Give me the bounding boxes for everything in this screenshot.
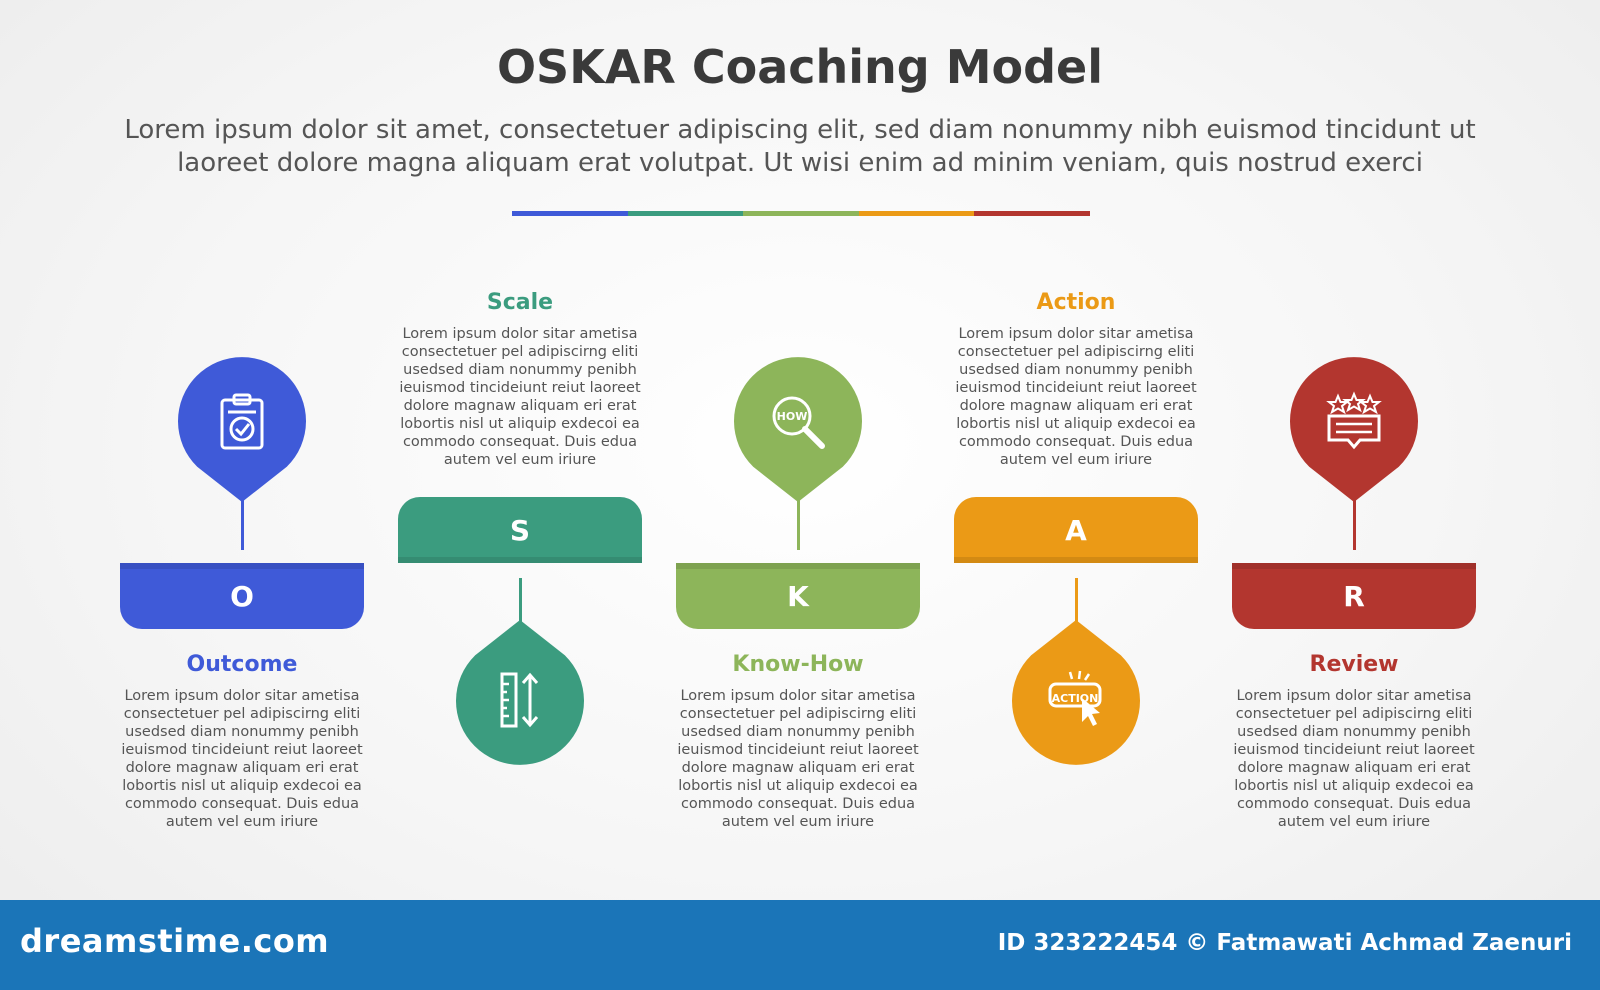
stage-connector <box>1353 490 1356 550</box>
stage-pin: HOW <box>734 357 862 502</box>
stage-pin <box>1290 357 1418 502</box>
stage-description-line: ieuismod tincideiunt reiut laoreet <box>399 380 641 396</box>
action-click-icon <box>1048 670 1102 726</box>
stage-pin <box>178 357 306 502</box>
stage-connector <box>1075 578 1078 640</box>
stage-description-line: Lorem ipsum dolor sitar ametisa <box>402 326 638 342</box>
stage-description-line: autem vel eum iriure <box>999 452 1153 468</box>
stage-description-line: commodo consequat. Duis edua <box>124 796 360 812</box>
stage-description-line: usedsed diam nonummy penibh <box>403 362 637 378</box>
stage-description-line: Lorem ipsum dolor sitar ametisa <box>124 688 360 704</box>
review-stars-icon <box>1326 391 1382 450</box>
stage-description-line: dolore magnaw aliquam eri erat <box>959 398 1193 414</box>
stage-letter: R <box>1343 579 1365 613</box>
stage-description: Lorem ipsum dolor sitar ametisa consectet… <box>390 325 650 469</box>
stage-description-line: ieuismod tincideiunt reiut laoreet <box>121 742 363 758</box>
stage-bar-action: A <box>954 497 1198 563</box>
stage-description-line: consectetuer pel adipiscirng eliti <box>679 706 917 722</box>
footer-credit: ID 323222454 © Fatmawati Achmad Zaenuri <box>997 930 1572 956</box>
page-subtitle: Lorem ipsum dolor sit amet, consectetuer… <box>115 114 1485 180</box>
divider-segment-red <box>974 211 1090 216</box>
stage-description: Lorem ipsum dolor sitar ametisa consectet… <box>1224 687 1484 831</box>
stage-description-line: lobortis nisl ut aliquip exdecoi ea <box>678 778 918 794</box>
subtitle-line: Lorem ipsum dolor sit amet, consectetuer… <box>124 115 1476 145</box>
stage-title: Outcome <box>186 652 298 677</box>
stage-description-line: ieuismod tincideiunt reiut laoreet <box>955 380 1197 396</box>
stage-connector <box>797 490 800 550</box>
stage-description-line: usedsed diam nonummy penibh <box>681 724 915 740</box>
stage-description-line: commodo consequat. Duis edua <box>958 434 1194 450</box>
stage-description-line: commodo consequat. Duis edua <box>1236 796 1472 812</box>
footer-bar: dreamstime.com ID 323222454 © Fatmawati … <box>0 900 1600 990</box>
pin-shape <box>456 620 584 765</box>
stage-description-line: ieuismod tincideiunt reiut laoreet <box>1233 742 1475 758</box>
stage-pin <box>456 620 584 765</box>
divider-segment-green <box>743 211 859 216</box>
stage-title: Know-How <box>732 652 864 677</box>
divider-segment-teal <box>627 211 744 216</box>
pin-shape <box>178 357 306 502</box>
stage-description-line: autem vel eum iriure <box>1277 814 1431 830</box>
stage-letter: O <box>230 579 254 613</box>
stage-description: Lorem ipsum dolor sitar ametisa consectet… <box>112 687 372 831</box>
stage-title: Scale <box>486 290 554 315</box>
pin-icon-label: ACTION <box>1052 692 1099 705</box>
stage-description-line: Lorem ipsum dolor sitar ametisa <box>1236 688 1472 704</box>
stage-description: Lorem ipsum dolor sitar ametisa consectet… <box>946 325 1206 469</box>
stage-description-line: autem vel eum iriure <box>165 814 319 830</box>
pin-shape <box>1012 620 1140 765</box>
stage-description-line: dolore magnaw aliquam eri erat <box>125 760 359 776</box>
stage-description-line: consectetuer pel adipiscirng eliti <box>123 706 361 722</box>
stage-bar-outcome: O <box>120 563 364 629</box>
stage-description-line: consectetuer pel adipiscirng eliti <box>1235 706 1473 722</box>
stage-description-line: Lorem ipsum dolor sitar ametisa <box>680 688 916 704</box>
stage-description-line: autem vel eum iriure <box>443 452 597 468</box>
stage-title: Review <box>1309 652 1399 677</box>
pin-shape <box>1290 357 1418 502</box>
stage-description-line: Lorem ipsum dolor sitar ametisa <box>958 326 1194 342</box>
stage-pin: ACTION <box>1012 620 1140 765</box>
stage-description-line: usedsed diam nonummy penibh <box>125 724 359 740</box>
stage-description-line: consectetuer pel adipiscirng eliti <box>401 344 639 360</box>
stage-description-line: dolore magnaw aliquam eri erat <box>403 398 637 414</box>
stage-description-line: autem vel eum iriure <box>721 814 875 830</box>
pin-icon-label: HOW <box>777 410 808 423</box>
stage-connector <box>519 578 522 640</box>
stage-description-line: lobortis nisl ut aliquip exdecoi ea <box>956 416 1196 432</box>
stage-connector <box>241 490 244 550</box>
stage-description-line: commodo consequat. Duis edua <box>680 796 916 812</box>
stage-description-line: lobortis nisl ut aliquip exdecoi ea <box>1234 778 1474 794</box>
stage-description-line: dolore magnaw aliquam eri erat <box>681 760 915 776</box>
stage-letter: S <box>509 513 531 547</box>
footer-brand[interactable]: dreamstime.com <box>20 922 330 960</box>
subtitle-line: laoreet dolore magna aliquam erat volutp… <box>177 148 1423 178</box>
how-magnifier-icon <box>772 396 825 449</box>
divider-segment-orange <box>858 211 975 216</box>
stage-description-line: usedsed diam nonummy penibh <box>1237 724 1471 740</box>
stage-description-line: commodo consequat. Duis edua <box>402 434 638 450</box>
stage-description-line: consectetuer pel adipiscirng eliti <box>957 344 1195 360</box>
stage-title: Action <box>1036 290 1116 315</box>
stage-description-line: lobortis nisl ut aliquip exdecoi ea <box>122 778 362 794</box>
color-divider <box>512 211 1090 216</box>
ruler-scale-icon <box>500 672 539 728</box>
stage-bar-scale: S <box>398 497 642 563</box>
clipboard-check-icon <box>220 393 264 450</box>
stage-letter: A <box>1065 513 1087 547</box>
stage-description: Lorem ipsum dolor sitar ametisa consectet… <box>668 687 928 831</box>
stage-bar-know-how: K <box>676 563 920 629</box>
stage-description-line: ieuismod tincideiunt reiut laoreet <box>677 742 919 758</box>
stage-description-line: dolore magnaw aliquam eri erat <box>1237 760 1471 776</box>
pin-shape <box>734 357 862 502</box>
stage-letter: K <box>787 579 809 613</box>
divider-segment-blue <box>512 211 628 216</box>
page-title: OSKAR Coaching Model <box>496 40 1104 94</box>
stage-bar-review: R <box>1232 563 1476 629</box>
stage-description-line: lobortis nisl ut aliquip exdecoi ea <box>400 416 640 432</box>
stage-description-line: usedsed diam nonummy penibh <box>959 362 1193 378</box>
